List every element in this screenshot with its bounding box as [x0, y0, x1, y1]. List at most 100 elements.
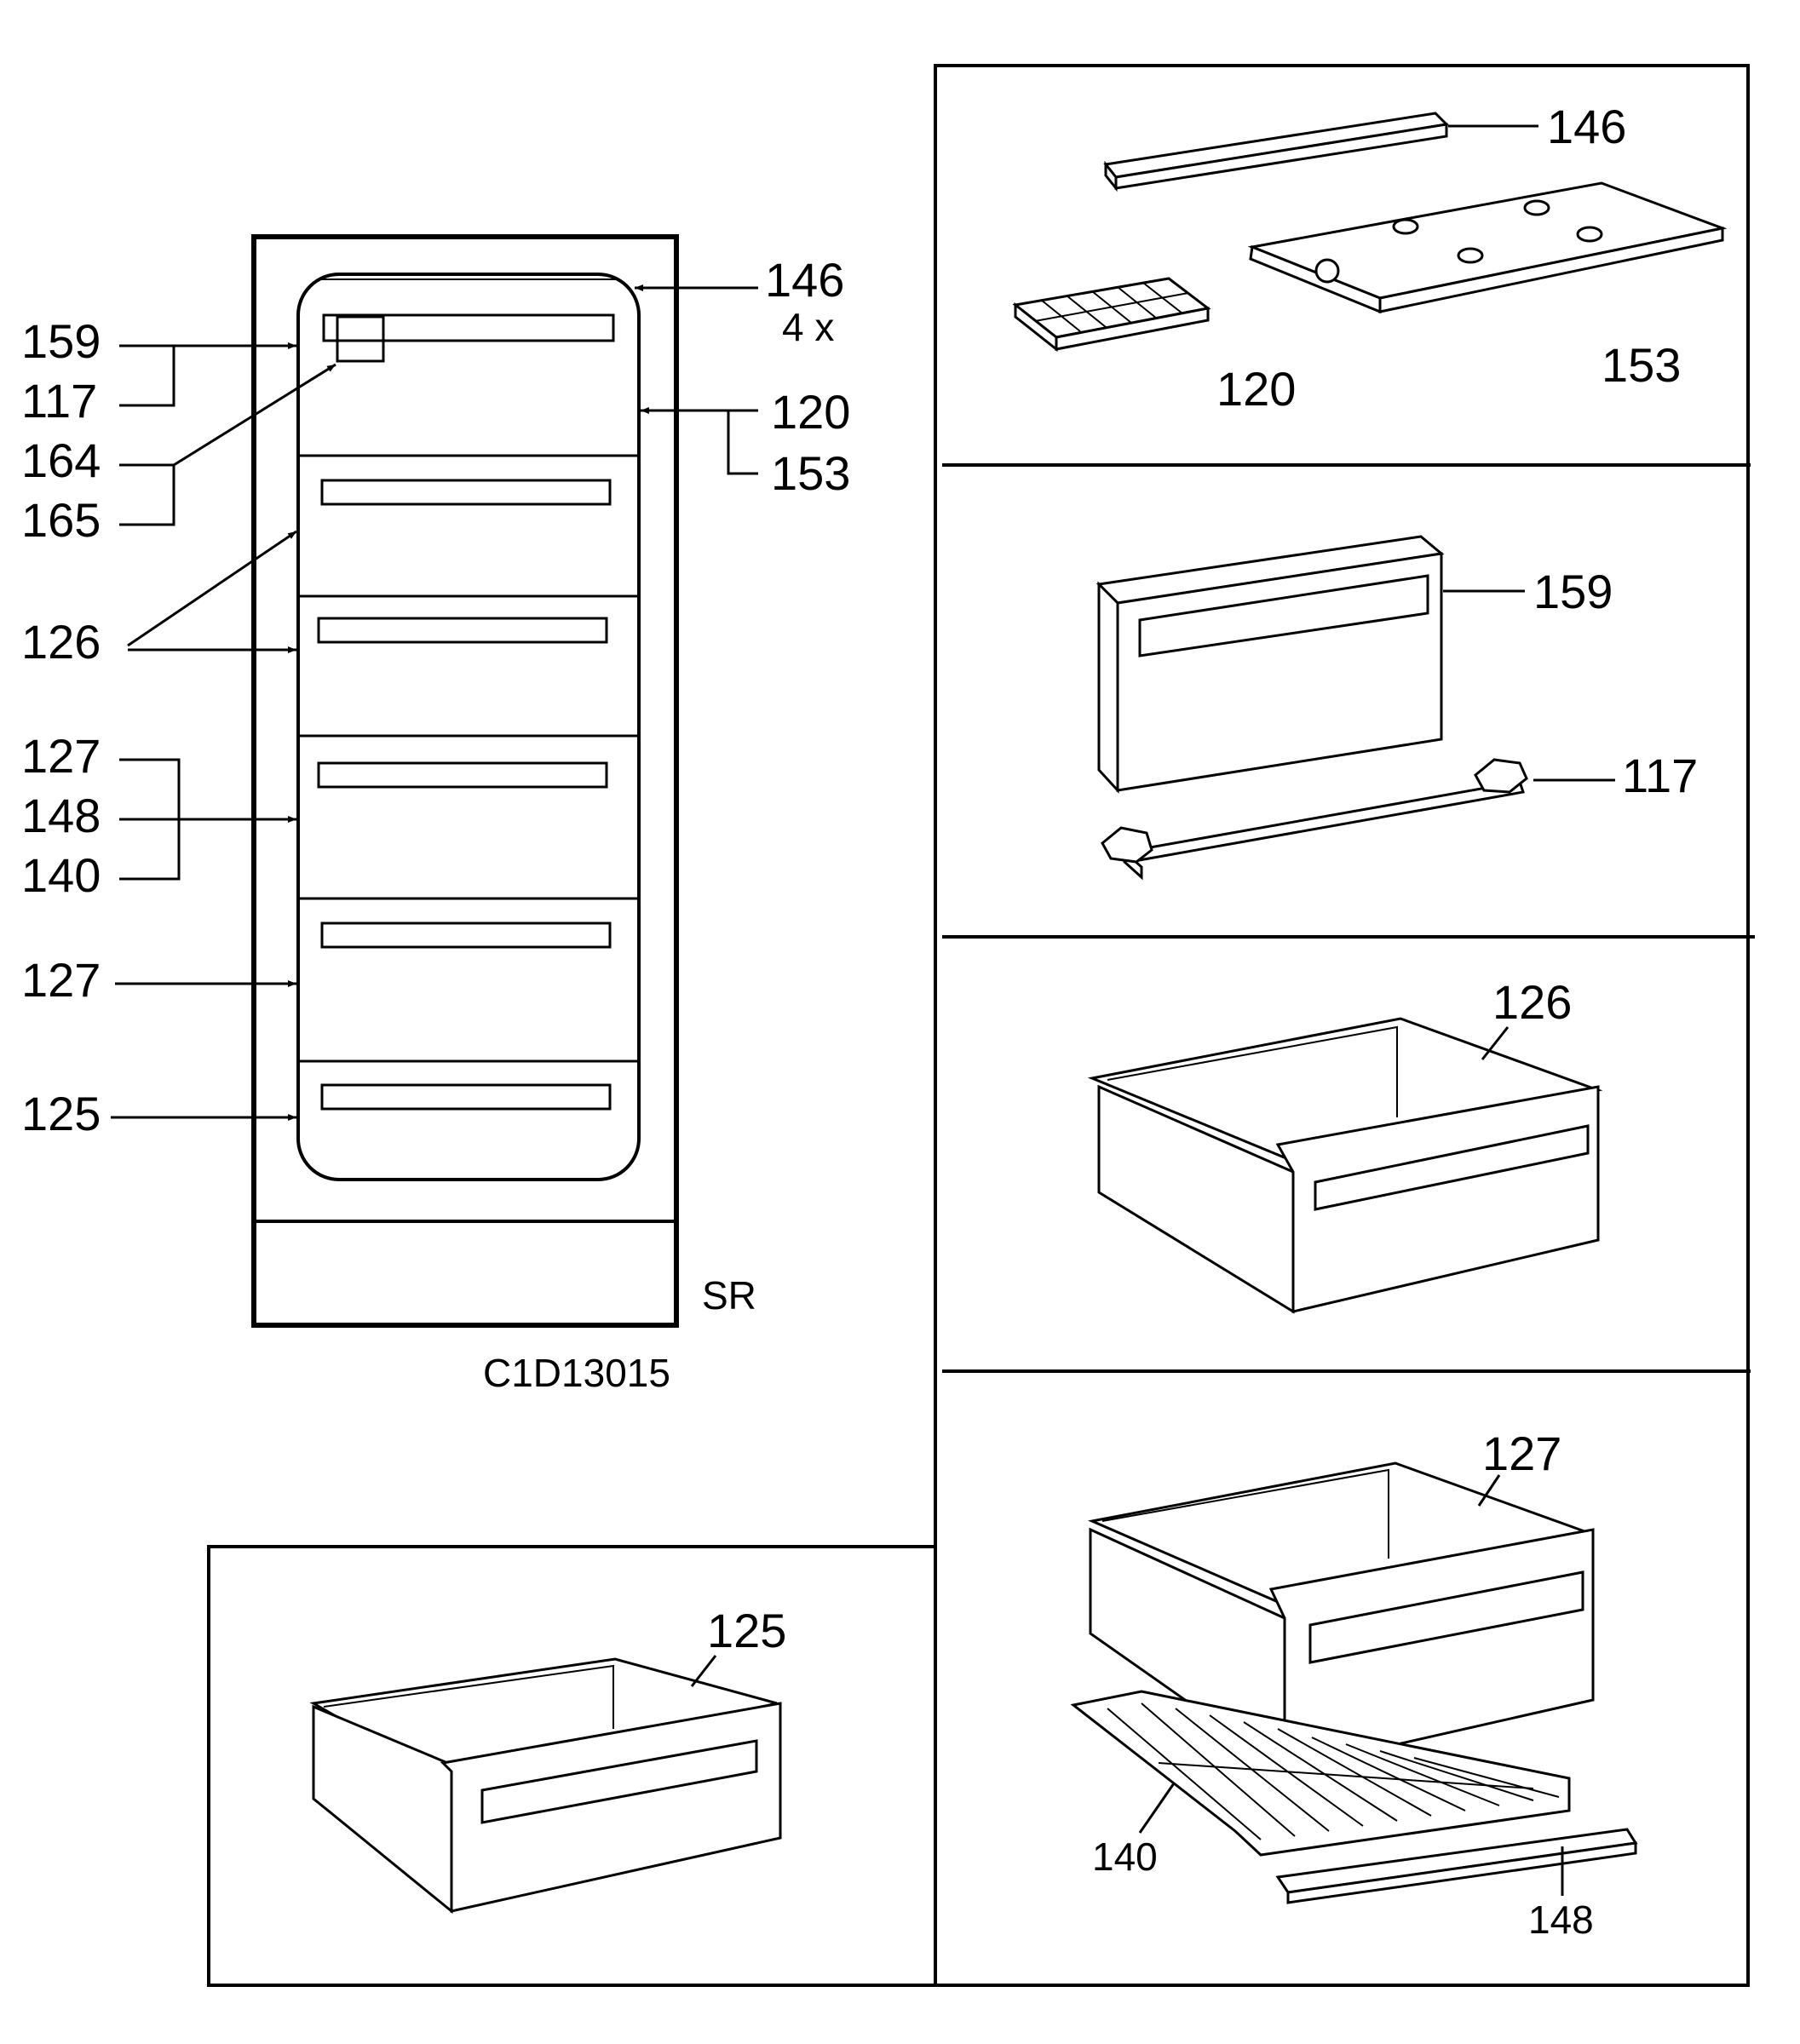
label-140: 140	[21, 848, 101, 902]
cover-plate-part	[1247, 181, 1728, 314]
bottom-left-frame	[207, 1545, 935, 1987]
label-148: 148	[21, 789, 101, 842]
drawer-inner-edge	[323, 1664, 614, 1729]
grid-wire	[1277, 1728, 1432, 1817]
label-4x: 4 x	[782, 305, 834, 349]
drawer-127-upper	[298, 761, 637, 900]
panel-label-127: 127	[1482, 1427, 1561, 1480]
cover-front	[1378, 227, 1724, 313]
flap-handle	[322, 313, 615, 342]
flap-front	[1116, 552, 1443, 792]
drawer-front	[440, 1702, 782, 1913]
flap-door-part	[1096, 535, 1445, 794]
drawer-inner-edge	[1107, 1025, 1398, 1117]
panel-drawer-127: 127 140 148	[1070, 1427, 1638, 1942]
callout-line-126-panel	[1481, 1026, 1510, 1060]
ice-tray-part	[1012, 277, 1211, 353]
hinge-left	[1101, 826, 1153, 864]
callout-line-140-panel	[1138, 1783, 1176, 1834]
drawer-handle	[1308, 1570, 1584, 1664]
grid-wire	[1379, 1750, 1534, 1801]
ice-tray-symbol	[336, 315, 385, 363]
label-164: 164	[21, 433, 101, 487]
drawer-front	[1275, 1085, 1600, 1313]
callout-line-126a	[127, 530, 297, 647]
bracket-165	[119, 465, 175, 526]
callout-line-127-panel	[1477, 1474, 1501, 1507]
tray-divider	[1034, 292, 1189, 322]
flap-compartment	[298, 313, 639, 457]
label-117: 117	[21, 374, 97, 428]
drawer-handle	[480, 1739, 758, 1824]
label-120: 120	[771, 385, 850, 439]
grid-wire	[1209, 1714, 1364, 1827]
drawer-127-lower	[298, 922, 637, 1063]
label-127-upper: 127	[21, 729, 101, 783]
drawer-126-part	[1087, 1017, 1603, 1314]
panel-label-125: 125	[707, 1604, 786, 1657]
panel-label-140: 140	[1092, 1834, 1158, 1879]
panel-label-146: 146	[1547, 100, 1626, 153]
label-125: 125	[21, 1087, 101, 1140]
panel-label-153: 153	[1602, 338, 1681, 392]
top-rail-part	[1103, 112, 1450, 192]
callout-line-125-panel	[690, 1655, 717, 1687]
bracket-117	[119, 346, 175, 407]
flap-side	[1097, 581, 1119, 794]
drawer-handle	[317, 617, 608, 644]
panel-label-120: 120	[1216, 362, 1296, 416]
label-165: 165	[21, 493, 101, 547]
hinge-rod-part	[1101, 758, 1528, 881]
wire-grid-part	[1070, 1690, 1571, 1857]
model-code: SR	[702, 1273, 756, 1318]
label-153: 153	[771, 446, 850, 500]
strip-front	[1286, 1841, 1637, 1904]
drawer-handle	[320, 1083, 612, 1111]
strip-148-part	[1275, 1828, 1638, 1904]
rail-front-face	[1114, 123, 1448, 190]
grid-outline	[1070, 1690, 1571, 1857]
rod-body	[1124, 780, 1525, 864]
grid-wire	[1243, 1721, 1398, 1822]
rail-edge	[1435, 112, 1447, 125]
drawer-125-part	[309, 1657, 782, 1915]
right-column-frame	[934, 64, 1750, 1987]
grid-wire	[1345, 1743, 1500, 1806]
grid-wire	[1141, 1702, 1296, 1837]
callout-line-164	[119, 363, 336, 467]
drawer-126-upper	[298, 479, 637, 598]
panel-drawer-126: 126	[1087, 975, 1603, 1314]
flap-handle-recess	[1138, 574, 1429, 657]
cover-hole	[1523, 199, 1550, 216]
cabinet-callouts	[111, 284, 758, 1121]
drawing-code: C1D13015	[483, 1351, 670, 1395]
grid-wire	[1413, 1757, 1560, 1798]
cabinet-outline	[251, 234, 679, 1328]
cover-hole	[1392, 218, 1419, 235]
hinge-right	[1474, 758, 1528, 794]
freezer-cabinet: 146 4 x 159 117 164 165 120 153 126 127 …	[21, 234, 850, 1395]
panel-label-159: 159	[1533, 565, 1613, 618]
label-127-lower: 127	[21, 953, 101, 1007]
panel-label-126: 126	[1492, 975, 1572, 1029]
grid-wire	[1311, 1737, 1466, 1811]
drawer-front	[1268, 1528, 1595, 1771]
cover-hole	[1457, 247, 1484, 264]
label-146: 146	[765, 253, 844, 307]
tray-front	[1055, 307, 1210, 351]
drawer-127-part	[1087, 1461, 1595, 1772]
panel-flap: 159 117	[1096, 535, 1698, 881]
panel-label-148: 148	[1528, 1898, 1594, 1942]
panel-drawer-125: 125	[309, 1604, 786, 1915]
panel-label-117: 117	[1622, 749, 1698, 802]
grid-wire	[1107, 1708, 1262, 1840]
bracket-153	[727, 411, 758, 475]
label-159: 159	[21, 314, 101, 368]
panel-ice-tray: 146 120 153	[1012, 100, 1728, 416]
label-126: 126	[21, 615, 101, 669]
drawer-handle	[320, 922, 612, 949]
grid-wire	[1158, 1762, 1534, 1789]
cabinet-inner-liner	[296, 273, 641, 1181]
drawer-handle	[317, 761, 608, 789]
